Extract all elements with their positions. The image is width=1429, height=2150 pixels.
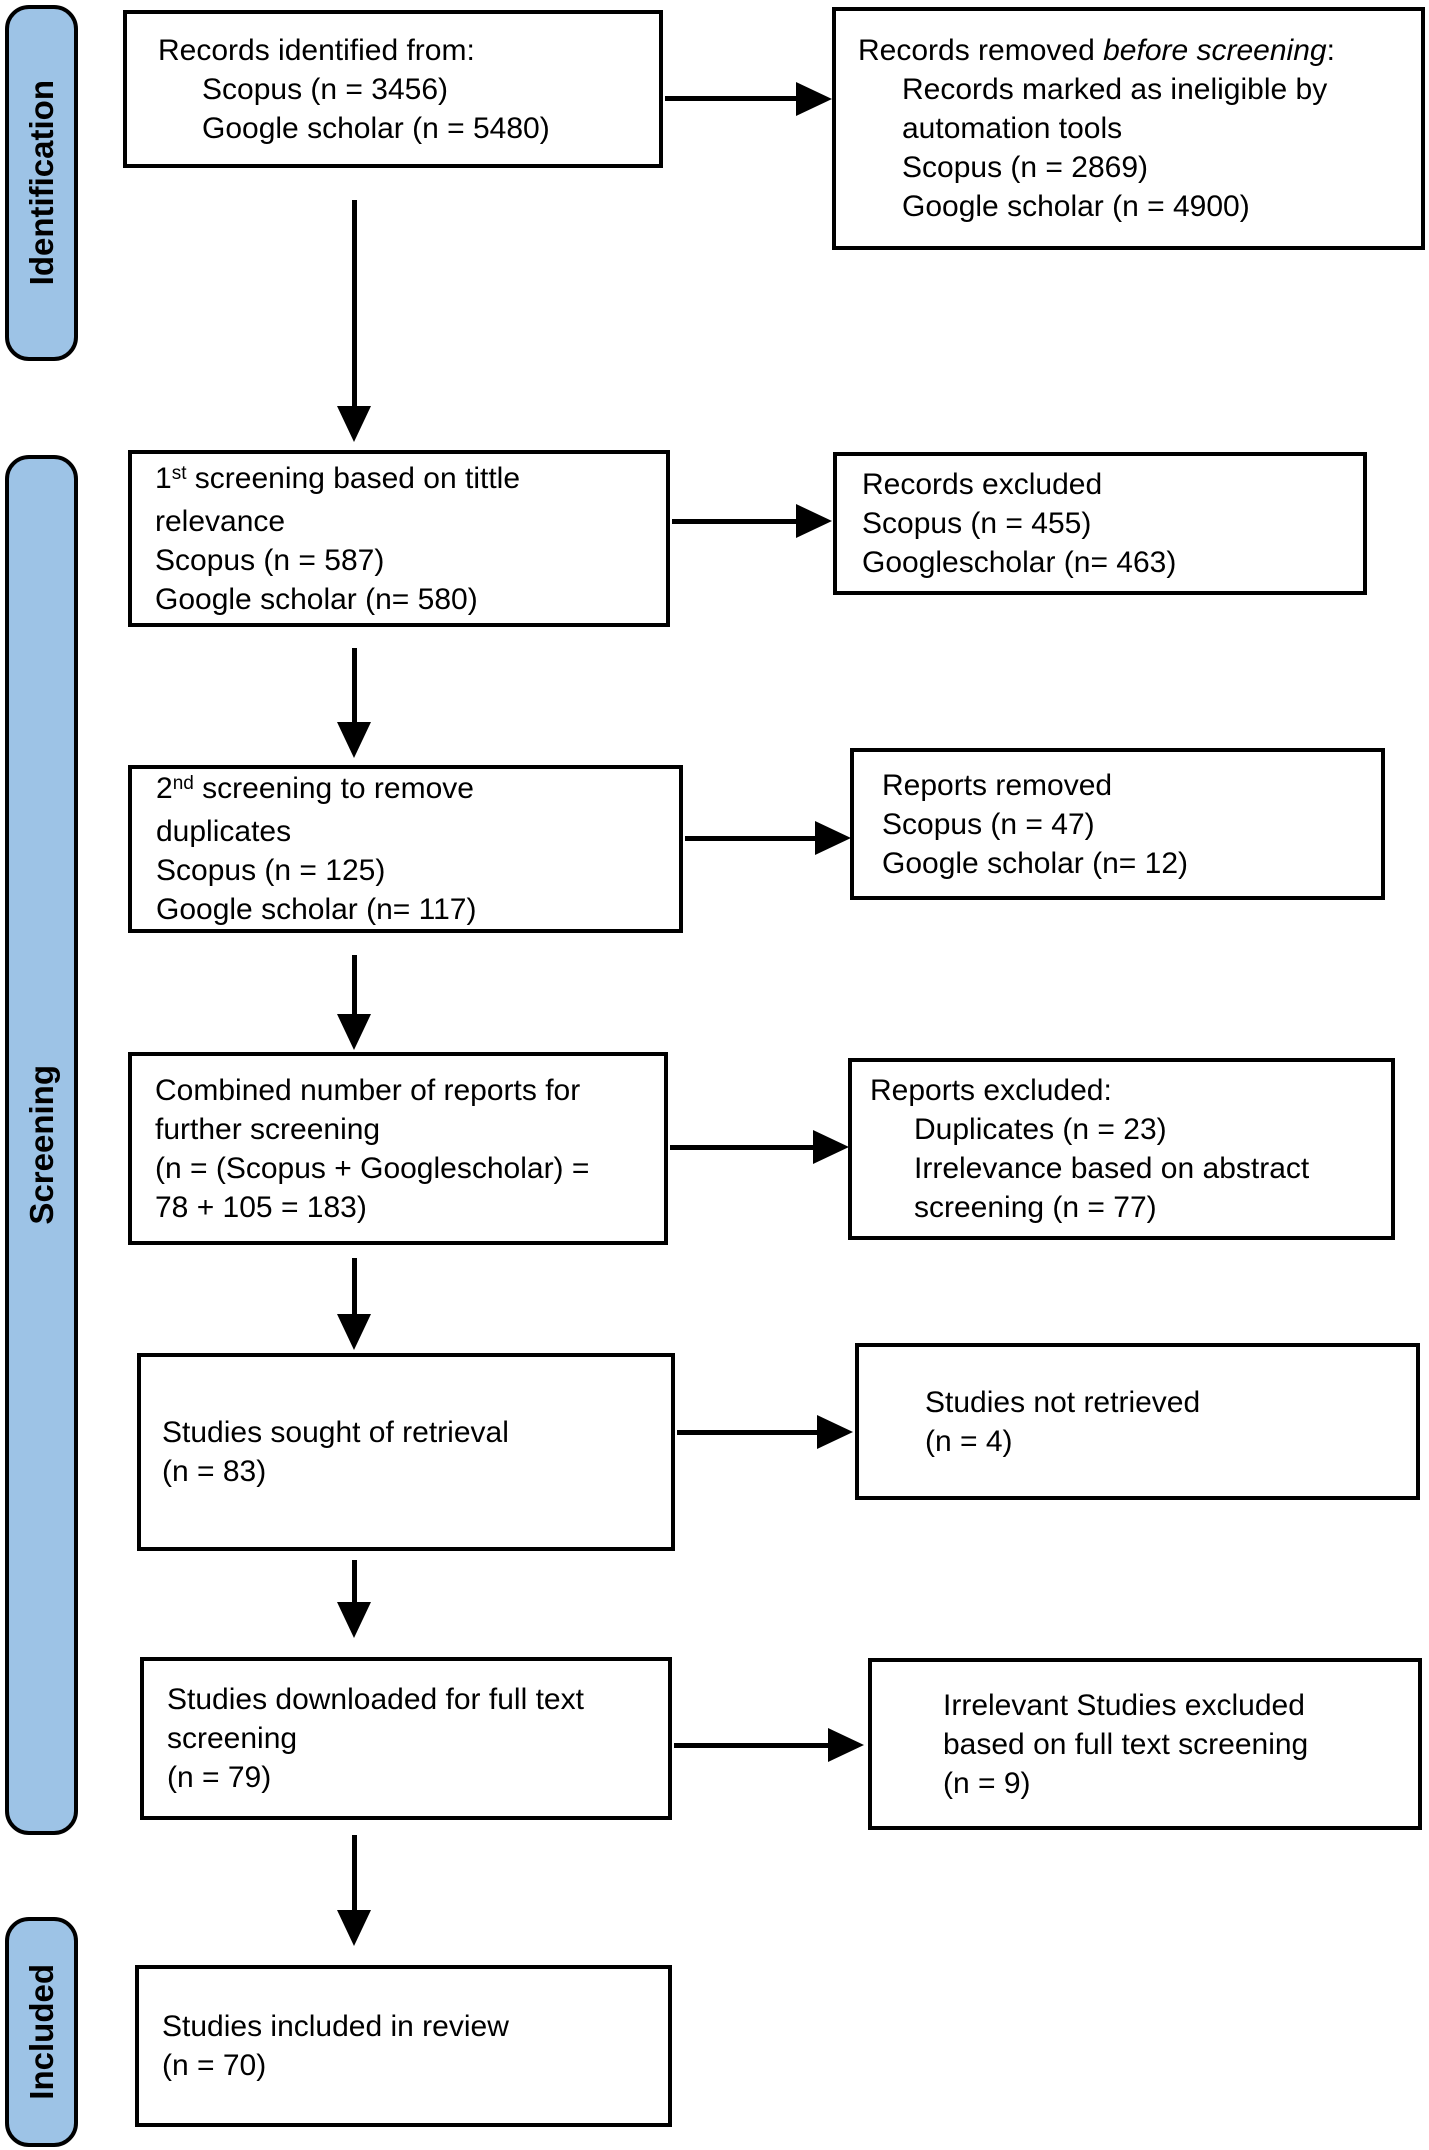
box-text-line: duplicates: [156, 815, 292, 848]
box-studies-included: Studies included in review (n = 70): [135, 1965, 672, 2127]
box-text-line: Reports removed: [882, 768, 1113, 802]
box-text-line: Irrelevant Studies excluded: [943, 1688, 1305, 1722]
box-text-line: Studies sought of retrieval: [162, 1416, 509, 1449]
box-text-line: Duplicates (n = 23): [914, 1113, 1167, 1146]
box-reports-excluded: Reports excluded: Duplicates (n = 23) Irre…: [848, 1058, 1395, 1240]
screening-stage-label: Screening: [22, 1065, 60, 1225]
box-text-line: Googlescholar (n= 463): [862, 546, 1177, 579]
box-text-line: Records removed before screening:: [858, 34, 1335, 67]
box-text-line: Google scholar (n = 4900): [902, 190, 1250, 223]
box-text-line: Studies included in review: [162, 2010, 509, 2043]
box-text-line: Google scholar (n= 12): [882, 846, 1189, 880]
box-combined-reports: Combined number of reports for further sc…: [128, 1052, 668, 1245]
box-records-removed: Records removed before screening: Records…: [832, 7, 1425, 250]
box-text-line: 78 + 105 = 183): [155, 1190, 367, 1224]
box-text-line: (n = (Scopus + Googlescholar) =: [155, 1151, 590, 1185]
box-text-line: 1st screening based on tittle: [155, 461, 521, 495]
box-text-line: screening: [167, 1722, 298, 1755]
box-text-line: (n = 83): [162, 1455, 267, 1488]
included-stage-bar: Included: [5, 1917, 78, 2147]
box-studies-downloaded: Studies downloaded for full text screenin…: [140, 1657, 672, 1820]
box-text-line: relevance: [155, 504, 286, 538]
box-text-line: Studies downloaded for full text: [167, 1683, 584, 1716]
box-text-line: Scopus (n = 3456): [202, 72, 448, 106]
box-text-line: Scopus (n = 455): [862, 507, 1092, 540]
box-text-line: Google scholar (n= 117): [156, 893, 477, 926]
box-text-line: 2nd screening to remove: [156, 772, 474, 805]
box-text-line: (n = 9): [943, 1766, 1031, 1800]
identification-stage-label: Identification: [22, 80, 60, 286]
box-text-line: (n = 70): [162, 2049, 267, 2082]
box-text-line: Records marked as ineligible by: [902, 73, 1328, 106]
box-text-line: Combined number of reports for: [155, 1073, 581, 1107]
box-text-line: based on full text screening: [943, 1727, 1309, 1761]
box-studies-not-retrieved: Studies not retrieved (n = 4): [855, 1343, 1420, 1500]
box-text-line: Google scholar (n = 5480): [202, 111, 550, 145]
box-text-line: further screening: [155, 1112, 381, 1146]
box-text-line: Irrelevance based on abstract: [914, 1152, 1310, 1185]
box-text-line: screening (n = 77): [914, 1191, 1157, 1224]
box-text-line: Scopus (n = 47): [882, 807, 1095, 841]
screening-stage-bar: Screening: [5, 455, 78, 1835]
box-text-line: Records excluded: [862, 468, 1103, 501]
box-text-line: automation tools: [902, 112, 1123, 145]
box-text-line: Reports excluded:: [870, 1074, 1112, 1107]
box-irrelevant-excluded: Irrelevant Studies excluded based on full…: [868, 1658, 1422, 1830]
box-text-line: Records identified from:: [158, 33, 475, 67]
included-stage-label: Included: [22, 1964, 60, 2100]
box-text-line: Scopus (n = 587): [155, 543, 385, 577]
box-text-line: (n = 79): [167, 1761, 272, 1794]
box-records-identified: Records identified from: Scopus (n = 3456…: [123, 10, 663, 168]
box-text-line: Scopus (n = 125): [156, 854, 386, 887]
box-text-line: Scopus (n = 2869): [902, 151, 1148, 184]
box-text-line: Studies not retrieved: [925, 1385, 1201, 1419]
box-text-line: Google scholar (n= 580): [155, 582, 478, 616]
identification-stage-bar: Identification: [5, 5, 78, 361]
box-text-line: (n = 4): [925, 1424, 1013, 1458]
box-studies-sought: Studies sought of retrieval (n = 83): [137, 1353, 675, 1551]
